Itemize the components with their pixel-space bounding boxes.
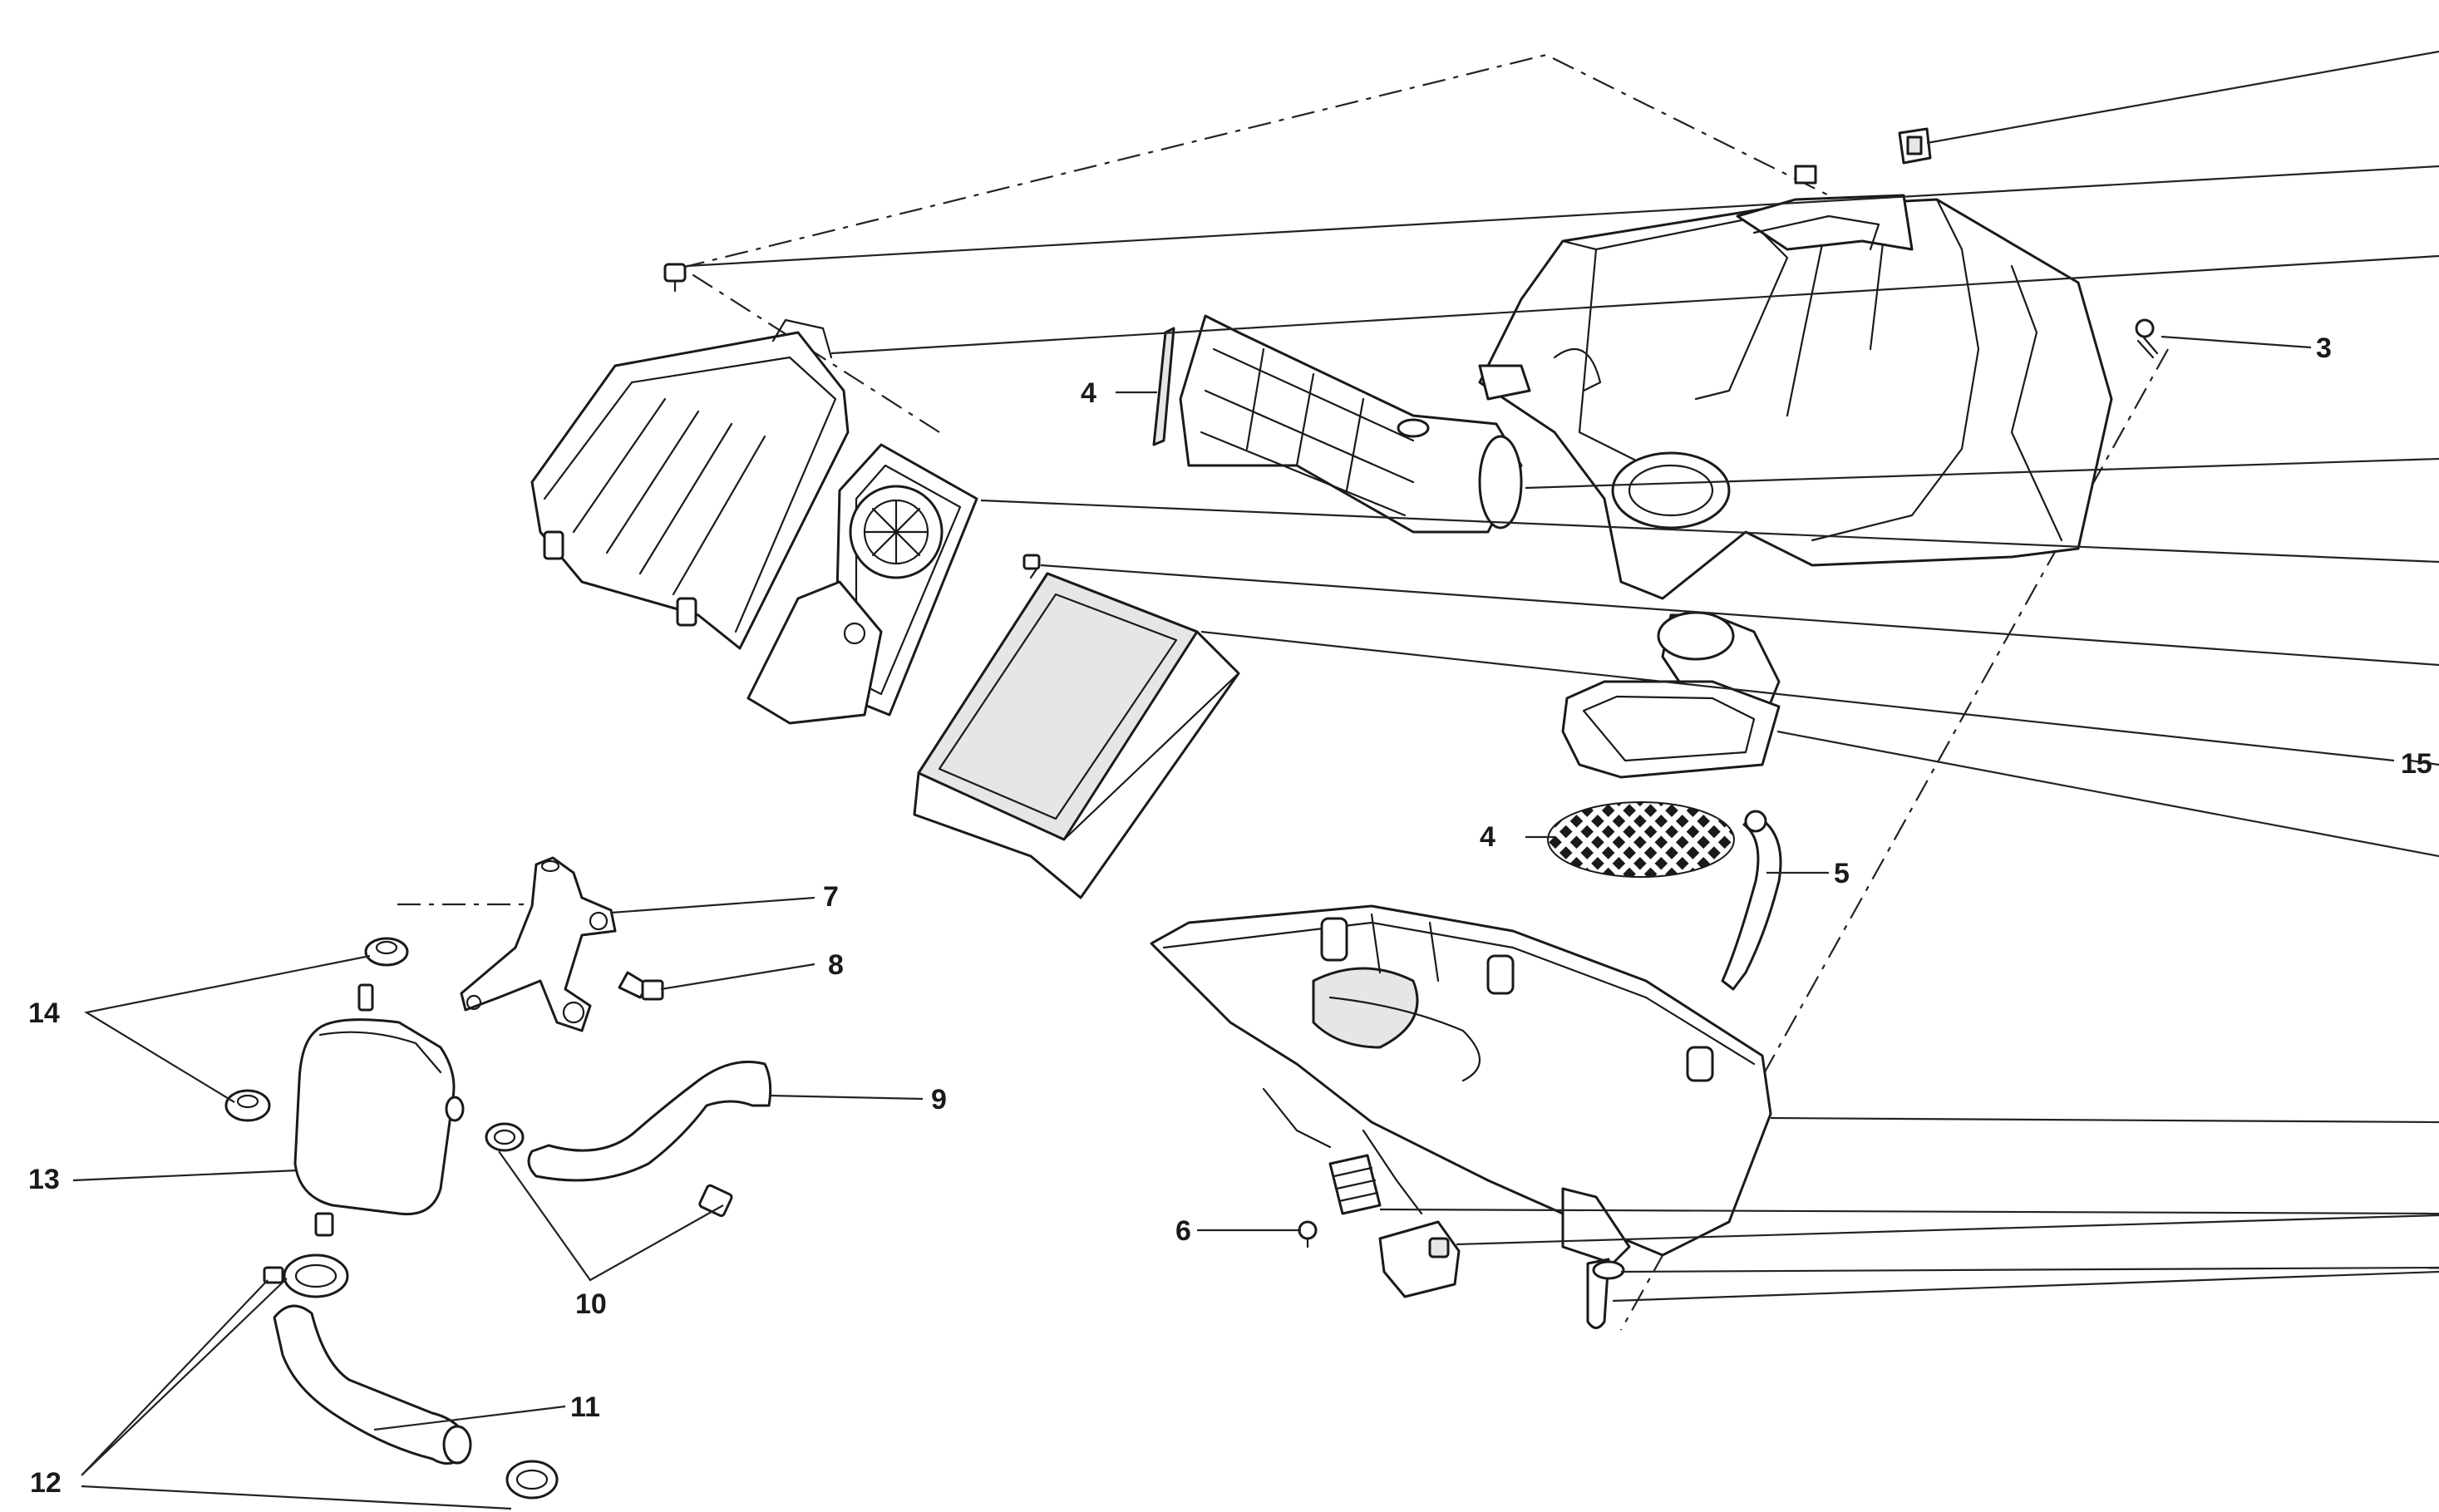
air-filter-element bbox=[913, 572, 1240, 899]
grommet-lower bbox=[224, 1089, 271, 1122]
callout-7: 7 bbox=[823, 881, 839, 913]
callout-15: 15 bbox=[2401, 748, 2432, 780]
clip-block bbox=[1378, 1220, 1461, 1298]
callout-13: 13 bbox=[28, 1164, 60, 1195]
bracket bbox=[460, 856, 617, 1032]
clamp-12b bbox=[505, 1460, 559, 1500]
clamp-12a bbox=[263, 1253, 349, 1298]
callout-numbers: 3 4 15 4 5 6 7 8 9 10 11 12 13 14 bbox=[28, 332, 2432, 1499]
breather-tube bbox=[1721, 810, 1782, 991]
callout-6: 6 bbox=[1175, 1215, 1191, 1247]
clip-top bbox=[1898, 127, 1932, 165]
mesh-screen bbox=[1547, 801, 1735, 878]
callout-4-mesh: 4 bbox=[1480, 821, 1495, 853]
callout-10: 10 bbox=[575, 1288, 607, 1320]
callout-11: 11 bbox=[570, 1391, 600, 1423]
bolt-8 bbox=[618, 971, 664, 1001]
grommet-upper bbox=[364, 937, 409, 967]
screw-6 bbox=[1298, 1220, 1318, 1249]
callout-9: 9 bbox=[931, 1084, 947, 1116]
elbow-duct bbox=[1561, 611, 1781, 779]
intake-duct bbox=[1179, 314, 1523, 534]
hose-9 bbox=[527, 1061, 772, 1218]
callout-8: 8 bbox=[828, 949, 844, 981]
callout-3: 3 bbox=[2316, 332, 2332, 364]
leader-lines bbox=[72, 50, 2439, 1510]
callout-5: 5 bbox=[1834, 858, 1850, 889]
airbox-cover bbox=[530, 318, 850, 650]
screw-cover bbox=[663, 263, 687, 293]
clamp-10a bbox=[485, 1122, 525, 1152]
callout-4-duct: 4 bbox=[1081, 377, 1096, 409]
catch-tank bbox=[293, 983, 465, 1237]
rubber-block bbox=[1328, 1154, 1382, 1215]
callout-14: 14 bbox=[28, 997, 60, 1029]
main-airbox bbox=[1478, 165, 2113, 600]
lower-airbox bbox=[1150, 904, 1772, 1265]
screw-3 bbox=[2135, 318, 2159, 359]
callout-12: 12 bbox=[30, 1467, 62, 1499]
hose-11 bbox=[273, 1304, 472, 1465]
filter-frame bbox=[746, 443, 1041, 725]
drain-plug bbox=[1586, 1258, 1625, 1329]
gasket-strip bbox=[1152, 327, 1175, 446]
